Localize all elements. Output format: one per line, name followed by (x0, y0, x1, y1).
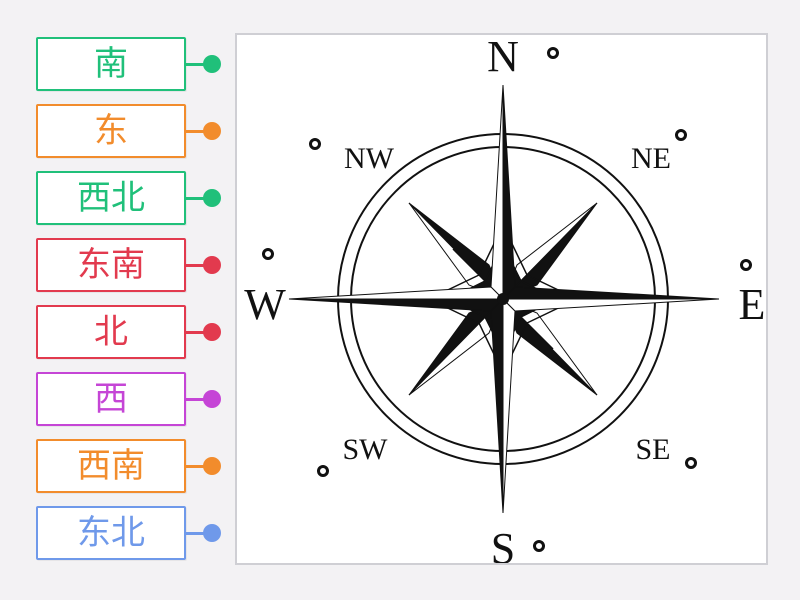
drop-target-south[interactable] (533, 540, 545, 552)
northwest-letters: NW (344, 142, 395, 175)
label-text: 西 (94, 379, 128, 419)
southwest-letters: SW (343, 433, 389, 466)
east-letter: E (739, 280, 766, 329)
label-item-southwest[interactable]: 西南 (36, 439, 236, 495)
southeast-letters: SE (635, 433, 670, 466)
compass-rose-image: N S E W NE NW SE SW (244, 35, 766, 563)
drop-target-north[interactable] (547, 47, 559, 59)
label-item-north[interactable]: 北 (36, 305, 236, 361)
connector-line (186, 331, 212, 334)
west-letter: W (244, 280, 286, 329)
label-box[interactable]: 南 (36, 37, 186, 91)
connector-line (186, 130, 212, 133)
connector-line (186, 465, 212, 468)
compass-center (497, 293, 509, 305)
drop-target-west[interactable] (262, 248, 274, 260)
compass-image-panel: N S E W NE NW SE SW (235, 33, 768, 565)
label-box[interactable]: 东 (36, 104, 186, 158)
label-item-west[interactable]: 西 (36, 372, 236, 428)
drag-handle-dot[interactable] (203, 323, 221, 341)
label-box[interactable]: 西 (36, 372, 186, 426)
label-item-southeast[interactable]: 东南 (36, 238, 236, 294)
drop-target-southwest[interactable] (317, 465, 329, 477)
label-item-northeast[interactable]: 东北 (36, 506, 236, 562)
label-item-northwest[interactable]: 西北 (36, 171, 236, 227)
connector-line (186, 264, 212, 267)
north-letter: N (487, 35, 519, 81)
connector-line (186, 398, 212, 401)
label-box[interactable]: 西北 (36, 171, 186, 225)
drag-handle-dot[interactable] (203, 256, 221, 274)
connector-line (186, 63, 212, 66)
label-text: 东北 (77, 513, 145, 553)
drop-target-southeast[interactable] (685, 457, 697, 469)
cardinal-star (288, 84, 720, 514)
drop-target-northeast[interactable] (675, 129, 687, 141)
connector-line (186, 197, 212, 200)
label-item-east[interactable]: 东 (36, 104, 236, 160)
label-text: 西南 (77, 446, 145, 486)
drag-handle-dot[interactable] (203, 122, 221, 140)
drag-handle-dot[interactable] (203, 390, 221, 408)
label-text: 北 (94, 312, 128, 352)
label-text: 东南 (77, 245, 145, 285)
drag-handle-dot[interactable] (203, 524, 221, 542)
label-text: 南 (94, 44, 128, 84)
drag-handle-dot[interactable] (203, 189, 221, 207)
label-text: 西北 (77, 178, 145, 218)
drag-handle-dot[interactable] (203, 457, 221, 475)
label-box[interactable]: 东北 (36, 506, 186, 560)
label-box[interactable]: 东南 (36, 238, 186, 292)
connector-line (186, 532, 212, 535)
label-box[interactable]: 西南 (36, 439, 186, 493)
drag-handle-dot[interactable] (203, 55, 221, 73)
label-text: 东 (94, 111, 128, 151)
drop-target-east[interactable] (740, 259, 752, 271)
draggable-label-list: 南 东 西北 东南 北 西 西南 东北 (0, 0, 230, 600)
label-box[interactable]: 北 (36, 305, 186, 359)
label-item-south[interactable]: 南 (36, 37, 236, 93)
northeast-letters: NE (631, 142, 671, 175)
drop-target-northwest[interactable] (309, 138, 321, 150)
south-letter: S (491, 524, 515, 563)
